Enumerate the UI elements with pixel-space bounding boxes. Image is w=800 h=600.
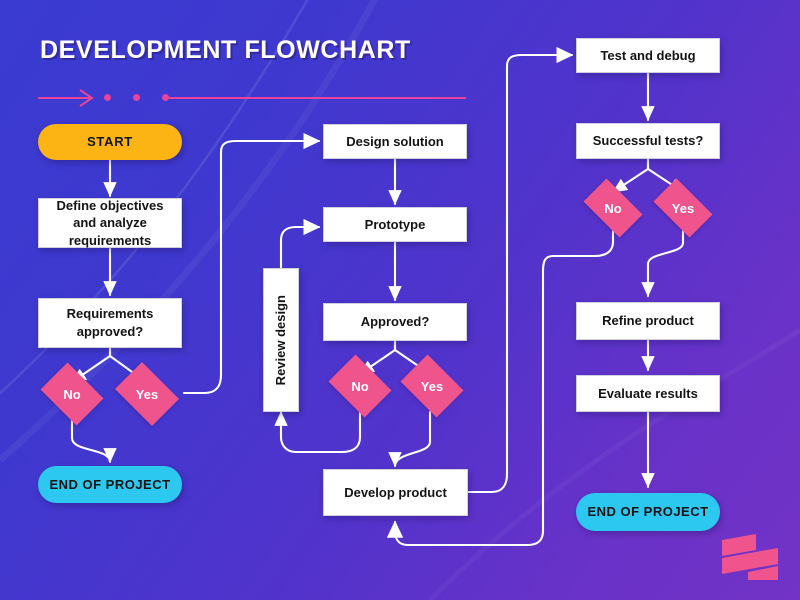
node-approved-label: Approved? [360, 314, 430, 330]
decision-success-yes[interactable]: Yes [647, 178, 719, 238]
node-end-of-project-left[interactable]: END OF PROJECT [38, 466, 182, 503]
node-review-design[interactable]: Review design [263, 268, 299, 412]
node-evaluate-results-label: Evaluate results [598, 385, 698, 401]
edge-approved-yes-develop [388, 410, 432, 468]
node-requirements-approved[interactable]: Requirements approved? [38, 298, 182, 348]
node-test-and-debug[interactable]: Test and debug [576, 38, 720, 73]
decision-requirements-no[interactable]: No [36, 362, 108, 426]
node-prototype-label: Prototype [364, 216, 426, 232]
node-end-of-project-right-label: END OF PROJECT [587, 504, 709, 520]
node-start[interactable]: START [38, 124, 182, 160]
node-end-of-project-left-label: END OF PROJECT [49, 476, 171, 492]
node-define-objectives-label: Define objectives and analyze requiremen… [56, 197, 164, 248]
node-evaluate-results[interactable]: Evaluate results [576, 375, 720, 412]
edge-review-prototype [279, 218, 321, 270]
edge-success-yes-refine [641, 229, 685, 298]
decision-approved-yes-label: Yes [420, 378, 444, 394]
node-refine-product[interactable]: Refine product [576, 302, 720, 340]
decision-success-no[interactable]: No [577, 178, 649, 238]
node-define-objectives[interactable]: Define objectives and analyze requiremen… [38, 198, 182, 248]
node-prototype[interactable]: Prototype [323, 207, 467, 242]
deco-dot-2 [133, 94, 140, 101]
decision-requirements-yes[interactable]: Yes [110, 362, 184, 426]
deco-rule [168, 97, 466, 99]
decision-requirements-no-label: No [63, 386, 81, 402]
deco-dot-1 [104, 94, 111, 101]
arrow-right-icon [38, 89, 94, 107]
decision-requirements-yes-label: Yes [135, 386, 159, 402]
decision-approved-yes[interactable]: Yes [396, 354, 468, 418]
node-refine-product-label: Refine product [602, 313, 694, 329]
decision-approved-no[interactable]: No [324, 354, 396, 418]
page-title: DEVELOPMENT FLOWCHART [40, 36, 411, 64]
node-design-solution[interactable]: Design solution [323, 124, 467, 159]
node-review-design-label: Review design [273, 294, 289, 386]
edge-approved-no-review [274, 410, 362, 454]
decision-approved-no-label: No [351, 378, 369, 394]
node-end-of-project-right[interactable]: END OF PROJECT [576, 493, 720, 531]
decision-success-no-label: No [604, 200, 622, 216]
node-successful-tests[interactable]: Successful tests? [576, 123, 720, 159]
node-design-solution-label: Design solution [346, 133, 444, 149]
deco-dot-3 [162, 94, 169, 101]
node-test-and-debug-label: Test and debug [600, 47, 696, 63]
decision-success-yes-label: Yes [671, 200, 695, 216]
node-start-label: START [87, 134, 133, 150]
node-approved[interactable]: Approved? [323, 303, 467, 341]
brand-logo-icon [722, 534, 778, 580]
node-requirements-approved-label: Requirements approved? [66, 306, 154, 339]
node-develop-product[interactable]: Develop product [323, 469, 468, 516]
node-develop-product-label: Develop product [344, 484, 447, 500]
edge-develop-test [466, 46, 574, 494]
node-successful-tests-label: Successful tests? [592, 133, 704, 149]
edge-no-end-left [70, 418, 117, 464]
